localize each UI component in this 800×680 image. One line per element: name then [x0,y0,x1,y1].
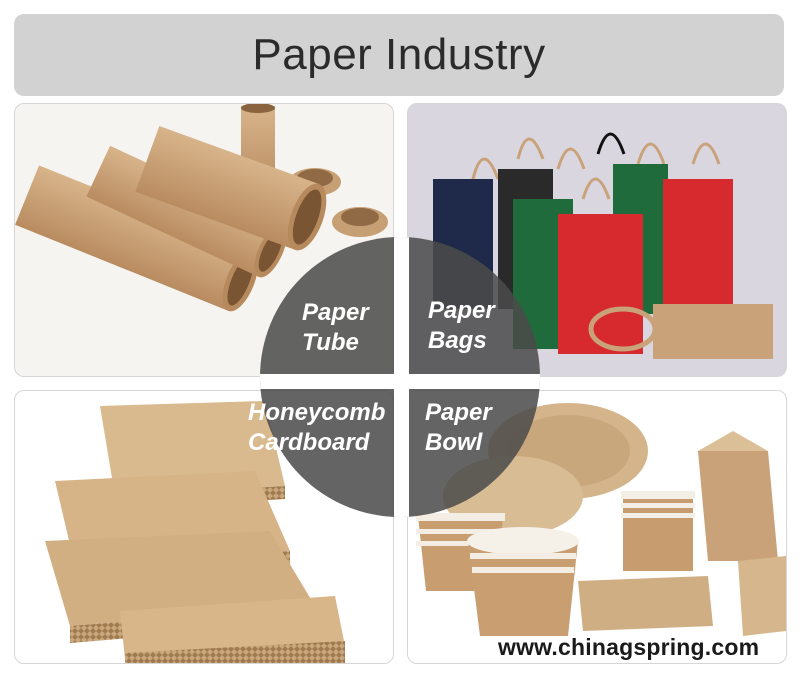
label-line: Bowl [425,429,483,456]
label-paper-bowl: Paper Bowl [425,398,492,458]
label-line: Honeycomb [248,399,386,426]
label-line: Cardboard [248,429,370,456]
label-honeycomb-cardboard: Honeycomb Cardboard [248,398,385,458]
paper-tube-illustration [15,104,388,312]
title-banner: Paper Industry [14,14,784,96]
label-line: Tube [302,329,359,356]
category-label-circle [260,237,540,517]
label-paper-bags: Paper Bags [428,296,495,356]
honeycomb-cardboard-illustration [45,401,345,663]
label-line: Paper [428,297,495,324]
label-line: Paper [425,399,492,426]
website-watermark: www.chinagspring.com [498,634,760,660]
label-paper-tube: Paper Tube [302,298,369,358]
page-title: Paper Industry [252,30,546,79]
label-line: Paper [302,299,369,326]
label-line: Bags [428,327,487,354]
